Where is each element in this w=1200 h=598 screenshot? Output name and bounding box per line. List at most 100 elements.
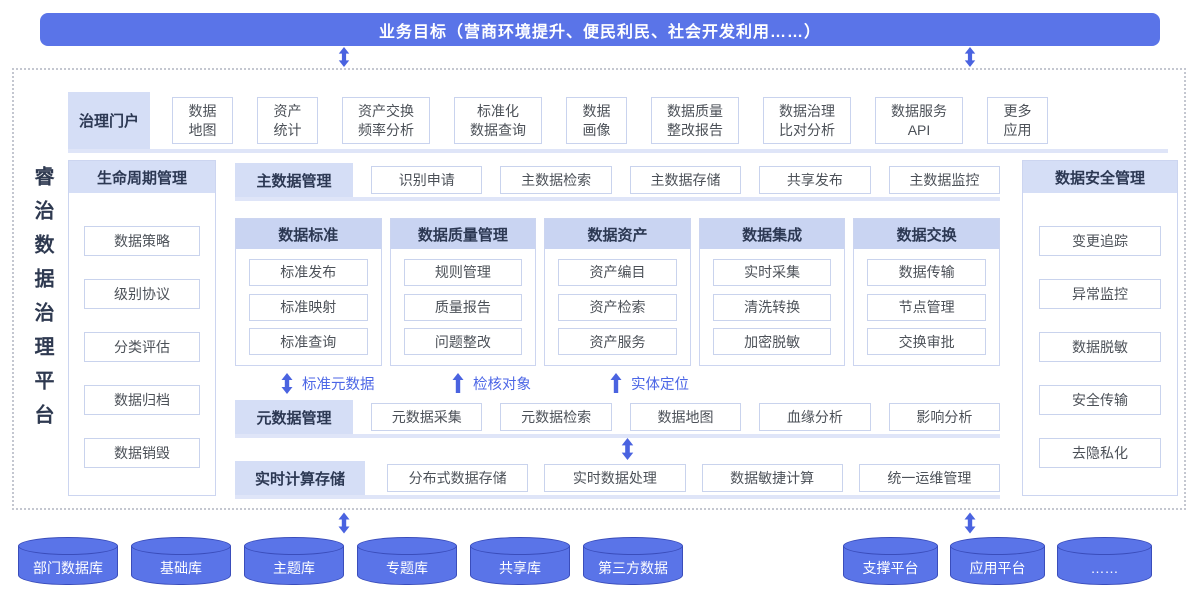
up-down-arrow-icon	[281, 372, 293, 394]
column-item: 质量报告	[403, 293, 523, 321]
portal-item: 数据质量整改报告	[651, 97, 739, 144]
up-down-arrow-icon	[964, 512, 976, 534]
row-item: 数据敏捷计算	[701, 464, 843, 492]
row-item: 主数据监控	[888, 166, 1001, 194]
row-item: 实时数据处理	[544, 464, 686, 492]
portal-item: 数据画像	[566, 97, 627, 144]
row-item: 分布式数据存储	[387, 464, 529, 492]
cylinder-top-icon	[1057, 537, 1152, 555]
column-item: 标准映射	[249, 293, 368, 321]
row-item: 血缘分析	[759, 403, 871, 431]
panel-item: 级别协议	[84, 279, 200, 309]
database-cylinder: 第三方数据	[583, 537, 683, 585]
panel-item: 数据策略	[84, 226, 200, 256]
row-item: 识别申请	[371, 166, 483, 194]
portal-item: 标准化数据查询	[454, 97, 542, 144]
row-item: 统一运维管理	[858, 464, 1000, 492]
row-item: 元数据检索	[500, 403, 612, 431]
panel-item: 异常监控	[1039, 279, 1161, 309]
panel-item: 安全传输	[1039, 385, 1161, 415]
portal-item: 数据地图	[172, 97, 233, 144]
flow-label: 标准元数据	[281, 372, 375, 394]
column-item: 实时采集	[712, 258, 832, 286]
flow-label: 检核对象	[452, 372, 531, 394]
compute-header: 实时计算存储	[235, 461, 365, 495]
row-item: 主数据检索	[500, 166, 612, 194]
cylinder-top-icon	[357, 537, 457, 555]
master-data-row: 主数据管理 识别申请 主数据检索 主数据存储 共享发布 主数据监控	[235, 163, 1001, 201]
column-item: 资产编目	[558, 258, 677, 286]
cylinder-top-icon	[18, 537, 118, 555]
up-arrow-icon	[452, 373, 464, 393]
governance-portal-row: 治理门户 数据地图 资产统计 资产交换频率分析 标准化数据查询 数据画像 数据质…	[68, 92, 1168, 153]
capability-columns: 数据标准 标准发布 标准映射 标准查询 数据质量管理 规则管理 质量报告 问题整…	[235, 218, 1000, 366]
portal-item: 资产统计	[257, 97, 318, 144]
cylinder-top-icon	[131, 537, 231, 555]
compute-storage-row: 实时计算存储 分布式数据存储 实时数据处理 数据敏捷计算 统一运维管理	[235, 461, 1000, 499]
platform-vertical-title: 睿治数据治理平台	[31, 166, 53, 438]
lifecycle-header: 生命周期管理	[69, 161, 215, 193]
up-arrow-icon	[610, 373, 622, 393]
security-header: 数据安全管理	[1023, 161, 1177, 193]
portal-item: 资产交换频率分析	[342, 97, 430, 144]
column-item: 问题整改	[403, 328, 523, 356]
up-down-arrow-icon	[964, 47, 976, 67]
column-item: 数据传输	[867, 258, 986, 286]
cylinder-top-icon	[244, 537, 344, 555]
database-cylinder: 应用平台	[950, 537, 1045, 585]
column-item: 资产服务	[558, 328, 677, 356]
master-header: 主数据管理	[235, 163, 353, 197]
capability-column: 数据资产 资产编目 资产检索 资产服务	[544, 218, 691, 366]
up-down-arrow-icon	[338, 512, 350, 534]
cylinder-top-icon	[843, 537, 938, 555]
cylinder-top-icon	[583, 537, 683, 555]
capability-column: 数据标准 标准发布 标准映射 标准查询	[235, 218, 382, 366]
database-cylinder: 专题库	[357, 537, 457, 585]
metadata-row: 元数据管理 元数据采集 元数据检索 数据地图 血缘分析 影响分析	[235, 400, 1001, 438]
column-item: 资产检索	[558, 293, 677, 321]
database-cylinder: 基础库	[131, 537, 231, 585]
platform-frame	[12, 68, 1186, 510]
security-panel: 数据安全管理 变更追踪 异常监控 数据脱敏 安全传输 去隐私化	[1022, 160, 1178, 496]
capability-column: 数据集成 实时采集 清洗转换 加密脱敏	[698, 218, 846, 366]
capability-column: 数据交换 数据传输 节点管理 交换审批	[853, 218, 1000, 366]
row-item: 共享发布	[759, 166, 871, 194]
row-item: 元数据采集	[371, 403, 483, 431]
row-item: 主数据存储	[629, 166, 742, 194]
business-goal-banner: 业务目标（营商环境提升、便民利民、社会开发利用……）	[40, 13, 1160, 46]
portal-header: 治理门户	[68, 92, 150, 149]
metadata-header: 元数据管理	[235, 400, 353, 434]
database-cylinder: 主题库	[244, 537, 344, 585]
source-databases: 部门数据库 基础库 主题库 专题库 共享库 第三方数据	[18, 537, 683, 585]
row-item: 影响分析	[888, 403, 1001, 431]
panel-item: 分类评估	[84, 332, 200, 362]
panel-item: 数据归档	[84, 385, 200, 415]
portal-item: 更多应用	[987, 97, 1048, 144]
database-cylinder: 部门数据库	[18, 537, 118, 585]
column-item: 标准查询	[249, 328, 368, 356]
row-item: 数据地图	[629, 403, 742, 431]
up-down-arrow-icon	[338, 47, 350, 67]
cylinder-top-icon	[470, 537, 570, 555]
portal-item: 数据治理比对分析	[763, 97, 851, 144]
column-item: 标准发布	[249, 258, 368, 286]
database-cylinder: 支撑平台	[843, 537, 938, 585]
column-item: 节点管理	[867, 293, 986, 321]
flow-label: 实体定位	[610, 372, 689, 394]
up-down-arrow-icon	[621, 438, 634, 460]
panel-item: 去隐私化	[1039, 438, 1161, 468]
cylinder-top-icon	[950, 537, 1045, 555]
target-platforms: 支撑平台 应用平台 ……	[843, 537, 1152, 585]
portal-items: 数据地图 资产统计 资产交换频率分析 标准化数据查询 数据画像 数据质量整改报告…	[150, 92, 1168, 149]
panel-item: 数据脱敏	[1039, 332, 1161, 362]
database-cylinder: ……	[1057, 537, 1152, 585]
database-cylinder: 共享库	[470, 537, 570, 585]
column-item: 交换审批	[867, 328, 986, 356]
capability-column: 数据质量管理 规则管理 质量报告 问题整改	[389, 218, 537, 366]
lifecycle-panel: 生命周期管理 数据策略 级别协议 分类评估 数据归档 数据销毁	[68, 160, 216, 496]
panel-item: 数据销毁	[84, 438, 200, 468]
panel-item: 变更追踪	[1039, 226, 1161, 256]
column-item: 规则管理	[403, 258, 523, 286]
